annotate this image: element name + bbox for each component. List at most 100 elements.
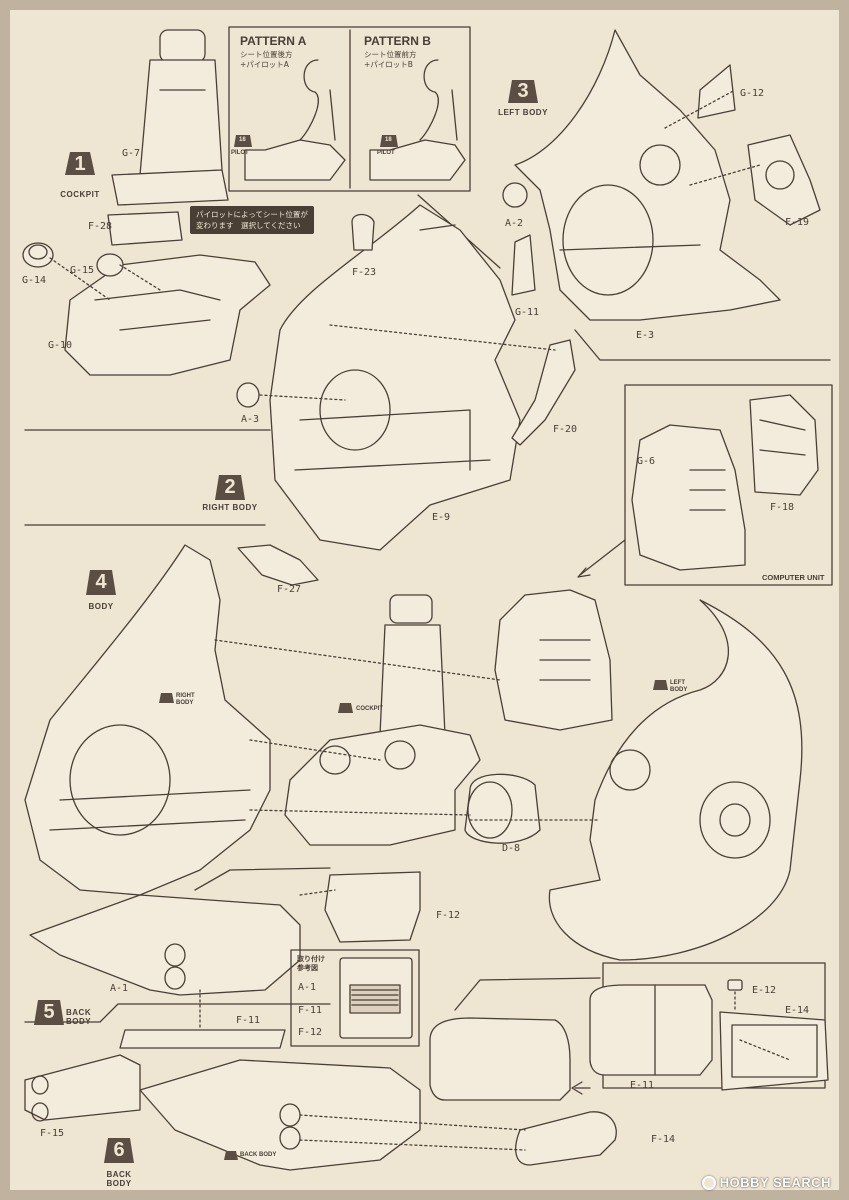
label-f11: F-11 [236, 1015, 261, 1026]
label-e3: E-3 [636, 330, 655, 341]
label-e9: E-9 [432, 512, 451, 523]
label-f20: F-20 [553, 424, 578, 435]
seat-part-g7 [111, 29, 229, 206]
ref-box-f11: F-11 [298, 1005, 323, 1016]
label-d8: D-8 [502, 843, 521, 854]
body-right-half [24, 544, 271, 896]
reference-box [290, 949, 420, 1047]
note-line-2: 変わります 選択してください [196, 221, 301, 230]
pilot-seat-pattern-b [369, 59, 466, 181]
step-1-number: 1 [74, 152, 86, 175]
part-d8 [464, 773, 541, 844]
seat-position-note: パイロットによってシート位置が 変わります 選択してください [190, 206, 314, 234]
label-f19: F-19 [785, 217, 810, 228]
pattern-a-sub2: +パイロットA [240, 60, 289, 69]
pattern-b-sub2: +パイロットB [364, 60, 413, 69]
step-6-number: 6 [113, 1138, 125, 1161]
part-g12 [697, 64, 736, 119]
label-g10: G-10 [48, 340, 73, 351]
ref-right-body: RIGHT BODY [176, 693, 195, 706]
computer-unit-box [624, 384, 833, 586]
label-f14: F-14 [651, 1134, 676, 1145]
part-a3 [236, 382, 260, 408]
watermark-text: HOBBY SEARCH [719, 1175, 831, 1190]
part-f14 [515, 1111, 617, 1166]
label-g7: G-7 [122, 148, 141, 159]
label-g6: G-6 [637, 456, 656, 467]
step-badges [34, 80, 538, 1163]
part-f20 [511, 339, 576, 446]
label-f15: F-15 [40, 1128, 65, 1139]
ref-left-body: LEFT BODY [670, 680, 688, 693]
step-4-name: BODY [88, 602, 114, 611]
pilot-badge-num-a: 18 [239, 137, 246, 143]
back-body-a1-assembled [139, 1059, 421, 1171]
part-f27 [237, 544, 319, 586]
pilot-badge-b: PILOT [377, 150, 395, 156]
ref-box-title-2: 参考図 [297, 964, 318, 972]
label-f28: F-28 [88, 221, 113, 232]
step-4-number: 4 [95, 570, 107, 593]
watermark: HOBBY SEARCH [701, 1175, 831, 1190]
label-g11: G-11 [515, 307, 540, 318]
part-a2 [502, 182, 528, 208]
computer-unit-g6 [631, 424, 746, 571]
part-f28 [107, 211, 183, 246]
pilot-badge-num-b: 18 [385, 137, 392, 143]
ref-box-title-1: 取り付け [297, 955, 325, 963]
body-left-half [548, 599, 803, 961]
step-3-number: 3 [517, 79, 529, 102]
ref-box-f12: F-12 [298, 1027, 323, 1038]
pattern-box [228, 26, 471, 192]
pattern-a-title: PATTERN A [240, 34, 307, 48]
ref-cockpit: COCKPIT [356, 706, 383, 712]
label-g12: G-12 [740, 88, 765, 99]
pilot-badge-a: PILOT [231, 150, 249, 156]
label-e11: E-11 [630, 1080, 655, 1091]
label-a2: A-2 [505, 218, 524, 229]
step-6-name: BACK BODY [106, 1170, 132, 1188]
step-5-number: 5 [43, 1000, 55, 1023]
part-f15 [24, 1054, 141, 1122]
label-e14: E-14 [785, 1005, 810, 1016]
computer-unit-label: COMPUTER UNIT [762, 573, 825, 582]
part-f11 [119, 1029, 286, 1049]
cockpit-base-g10 [64, 254, 271, 376]
hobby-search-logo-icon [701, 1175, 716, 1190]
part-g14 [22, 242, 54, 268]
reference-illustration [339, 957, 413, 1039]
label-f23: F-23 [352, 267, 377, 278]
label-f27: F-27 [277, 584, 302, 595]
part-f19 [747, 134, 821, 226]
pattern-a-sub1: シート位置後方 [240, 50, 293, 59]
note-line-1: パイロットによってシート位置が [196, 210, 308, 219]
part-f23 [351, 213, 375, 251]
back-body-e11-assembled [429, 1017, 571, 1101]
pattern-b-sub1: シート位置前方 [364, 50, 417, 59]
label-a3: A-3 [241, 414, 260, 425]
label-f12: F-12 [436, 910, 461, 921]
cockpit-assembled [284, 594, 481, 846]
back-body-a1 [29, 894, 301, 996]
right-body-e9 [269, 204, 521, 551]
label-f18: F-18 [770, 502, 795, 513]
label-g15: G-15 [70, 265, 95, 276]
step-5-name: BACK BODY [66, 1008, 92, 1026]
step-1-name: COCKPIT [60, 190, 100, 199]
part-e14 [719, 1011, 829, 1091]
part-g11 [511, 234, 536, 296]
label-g14: G-14 [22, 275, 47, 286]
part-g15 [96, 253, 124, 277]
pattern-b-title: PATTERN B [364, 34, 431, 48]
step-2-name: RIGHT BODY [202, 503, 258, 512]
left-body-e3 [514, 29, 781, 321]
ref-back-body: BACK BODY [240, 1152, 277, 1158]
part-f12 [324, 871, 421, 943]
computer-unit-f18 [749, 394, 819, 496]
computer-unit-assembled [494, 589, 613, 731]
step-3-name: LEFT BODY [498, 108, 548, 117]
label-a1: A-1 [110, 983, 129, 994]
part-e11 [589, 984, 713, 1076]
